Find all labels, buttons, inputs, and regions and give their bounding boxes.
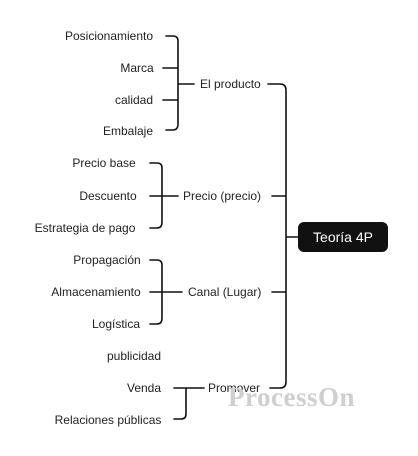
leaf-posicionamiento[interactable]: Posicionamiento xyxy=(64,29,154,43)
leaf-marca[interactable]: Marca xyxy=(120,61,154,75)
leaf-descuento[interactable]: Descuento xyxy=(79,189,137,203)
branch-promover[interactable]: Promover xyxy=(208,381,261,395)
leaf-almacenamiento[interactable]: Almacenamiento xyxy=(51,285,141,299)
branch-canal[interactable]: Canal (Lugar) xyxy=(188,285,262,299)
branch-el-producto[interactable]: El producto xyxy=(200,77,261,91)
bracket-precio xyxy=(149,162,179,229)
leaf-logistica[interactable]: Logística xyxy=(91,317,141,331)
bracket-promover xyxy=(173,387,205,420)
root-trunk xyxy=(267,83,299,389)
leaf-estrategia-de-pago[interactable]: Estrategia de pago xyxy=(34,221,136,235)
leaf-venda[interactable]: Venda xyxy=(126,381,162,395)
branch-precio[interactable]: Precio (precio) xyxy=(183,189,262,203)
leaf-publicidad[interactable]: publicidad xyxy=(106,349,162,363)
leaf-precio-base[interactable]: Precio base xyxy=(72,156,136,170)
bracket-el-producto xyxy=(162,35,195,131)
leaf-propagacion[interactable]: Propagación xyxy=(73,253,141,267)
leaf-relaciones-publicas[interactable]: Relaciones públicas xyxy=(54,413,162,427)
bracket-canal xyxy=(149,259,183,325)
leaf-embalaje[interactable]: Embalaje xyxy=(102,124,154,138)
leaf-calidad[interactable]: calidad xyxy=(114,93,154,107)
root-label: Teoría 4P xyxy=(313,229,373,245)
root-node[interactable]: Teoría 4P xyxy=(298,222,388,252)
processon-watermark: ProcessOn xyxy=(228,382,355,412)
